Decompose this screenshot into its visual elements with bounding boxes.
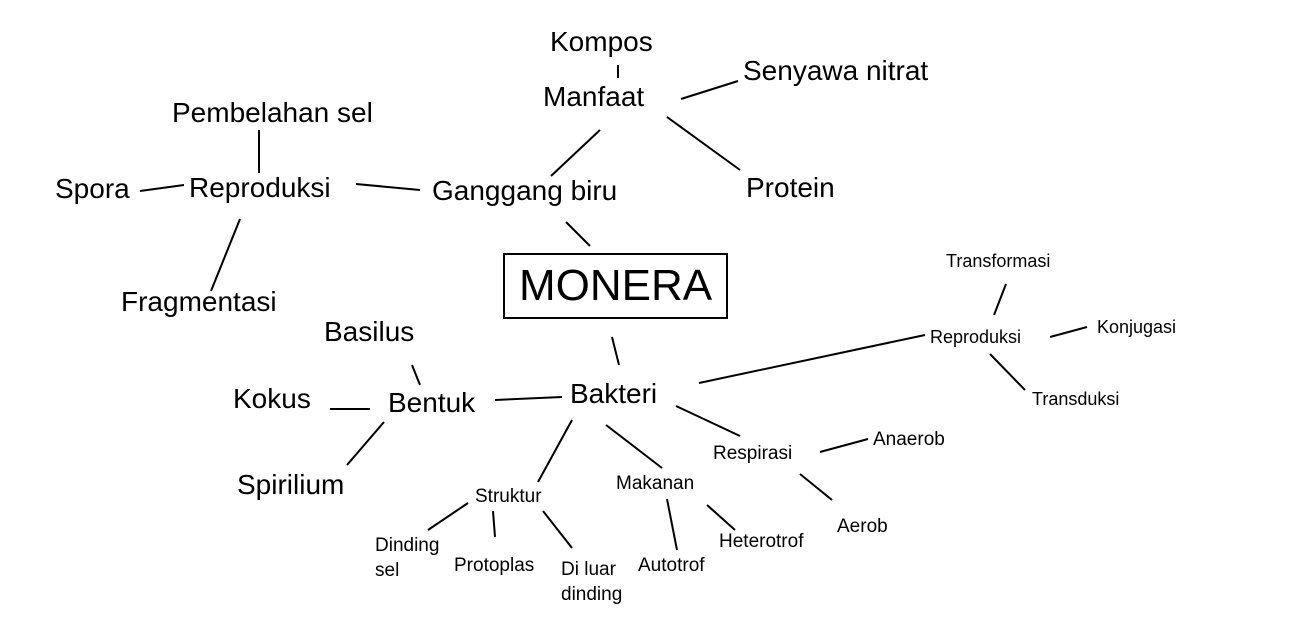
connector-line xyxy=(799,473,833,501)
node-respirasi: Respirasi xyxy=(713,443,793,464)
connector-line xyxy=(680,80,739,100)
node-struktur: Struktur xyxy=(475,486,542,507)
connector-line xyxy=(611,336,620,366)
node-ganggang-biru: Ganggang biru xyxy=(432,175,618,206)
connector-line xyxy=(494,396,563,401)
connector-line xyxy=(542,510,573,549)
connector-line xyxy=(346,421,385,466)
node-senyawa-nitrat: Senyawa nitrat xyxy=(743,55,929,86)
node-autotrof: Autotrof xyxy=(638,555,705,576)
connector-line xyxy=(819,438,869,453)
connector-line xyxy=(427,502,469,531)
node-fragmentasi: Fragmentasi xyxy=(121,286,277,317)
node-transduksi: Transduksi xyxy=(1032,389,1120,409)
node-bentuk: Bentuk xyxy=(388,387,476,418)
node-konjugasi: Konjugasi xyxy=(1097,317,1177,337)
connector-line xyxy=(993,283,1007,316)
node-protoplas: Protoplas xyxy=(454,555,535,576)
connector-line xyxy=(666,116,741,171)
connector-line xyxy=(675,405,741,437)
node-heterotrof: Heterotrof xyxy=(719,531,804,552)
node-bakteri: Bakteri xyxy=(570,378,658,409)
node-transformasi: Transformasi xyxy=(946,251,1051,271)
node-di-luar-dinding: Di luar dinding xyxy=(561,559,623,605)
node-manfaat: Manfaat xyxy=(543,81,645,112)
node-kokus: Kokus xyxy=(233,383,311,414)
root-node-monera: MONERA xyxy=(503,253,729,320)
node-protein: Protein xyxy=(746,172,835,203)
node-aerob: Aerob xyxy=(837,516,888,537)
connector-line xyxy=(706,504,736,531)
node-reproduksi-ganggang: Reproduksi xyxy=(189,172,331,203)
connector-line xyxy=(550,129,601,177)
node-basilus: Basilus xyxy=(324,316,415,347)
connector-line xyxy=(666,498,678,551)
connector-line xyxy=(989,353,1026,391)
connector-line xyxy=(698,334,926,384)
node-kompos: Kompos xyxy=(550,26,653,57)
node-reproduksi-bakteri: Reproduksi xyxy=(930,327,1022,347)
connector-line xyxy=(492,510,496,538)
connector-line xyxy=(139,184,185,192)
node-anaerob: Anaerob xyxy=(873,429,945,450)
connector-line xyxy=(411,364,421,386)
node-makanan: Makanan xyxy=(616,473,695,494)
node-spora: Spora xyxy=(55,173,130,204)
connector-line xyxy=(355,183,421,191)
node-dinding-sel: Dinding sel xyxy=(375,535,440,581)
connector-line xyxy=(605,424,663,469)
connector-line xyxy=(537,419,573,483)
connector-line xyxy=(565,221,591,247)
connector-line xyxy=(210,218,241,292)
node-spirilium: Spirilium xyxy=(237,469,345,500)
connector-line xyxy=(1049,326,1088,338)
node-pembelahan-sel: Pembelahan sel xyxy=(172,97,373,128)
